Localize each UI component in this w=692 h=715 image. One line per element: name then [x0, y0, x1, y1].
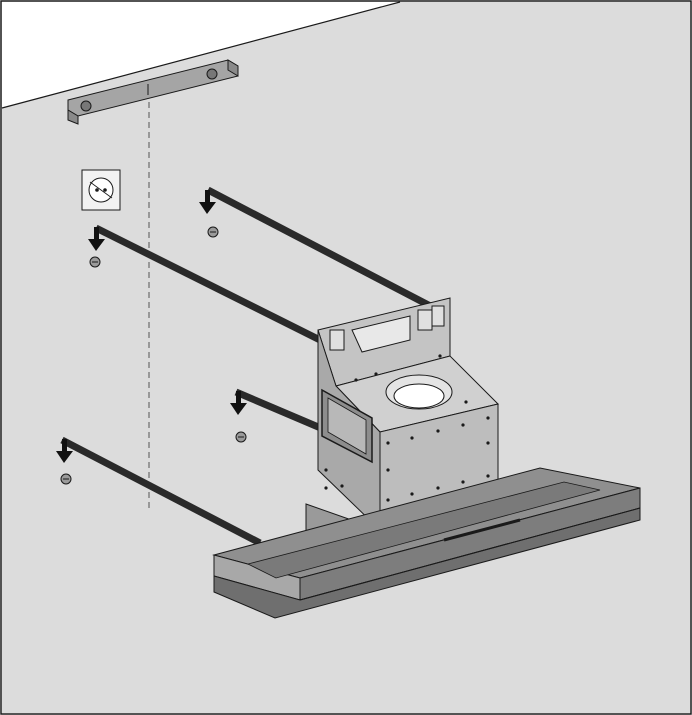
screws — [60, 226, 247, 485]
guide-lines — [60, 186, 440, 547]
guide-line-lower — [60, 436, 262, 547]
screw-icon — [207, 226, 219, 238]
screw-icon — [89, 256, 101, 268]
down-arrow-icon — [199, 190, 216, 214]
power-socket-icon — [81, 169, 121, 211]
guide-line-middle — [234, 388, 332, 436]
screw-icon — [60, 473, 72, 485]
mounting-bracket-icon — [67, 59, 239, 125]
ceiling-line — [1, 1, 401, 109]
down-arrow-icon — [88, 227, 105, 251]
screw-icon — [235, 431, 247, 443]
hood-canopy-icon — [212, 467, 641, 619]
down-arrow-icon — [230, 391, 247, 415]
hood-body-icon — [317, 297, 499, 532]
guide-line-top — [206, 186, 440, 314]
guide-line-upper — [94, 224, 332, 349]
down-arrow-icon — [56, 190, 247, 463]
down-arrow-icon — [56, 439, 73, 463]
